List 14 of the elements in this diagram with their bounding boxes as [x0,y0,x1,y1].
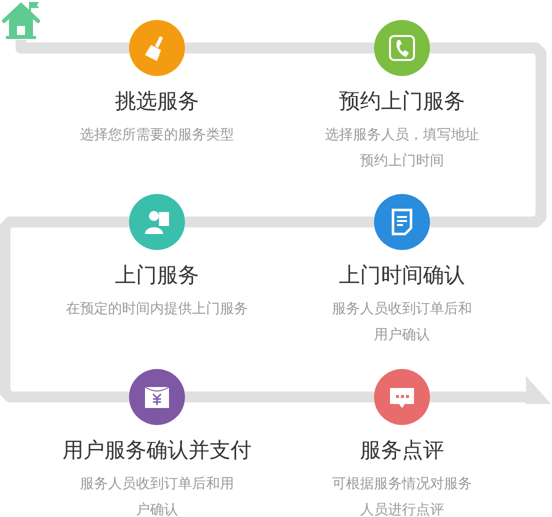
connector-arrow [430,376,551,404]
step-description: 服务人员收到订单后和用户确认 [331,300,473,345]
step-description: 选择您所需要的服务类型 [79,126,235,145]
step-title: 预约上门服务 [339,88,465,114]
step-title: 上门时间确认 [339,262,465,288]
step-title: 服务点评 [360,437,444,463]
step-description: 在预定的时间内提供上门服务 [65,300,249,319]
step-description: 可根据服务情况对服务人员进行点评 [331,475,473,517]
step-description: 选择服务人员，填写地址预约上门时间 [324,126,480,171]
step-title: 用户服务确认并支付 [62,437,252,463]
step-description: 服务人员收到订单后和用户确认 [79,475,235,517]
step-title: 上门服务 [115,262,199,288]
house-icon [2,2,40,40]
step-title: 挑选服务 [115,88,199,114]
